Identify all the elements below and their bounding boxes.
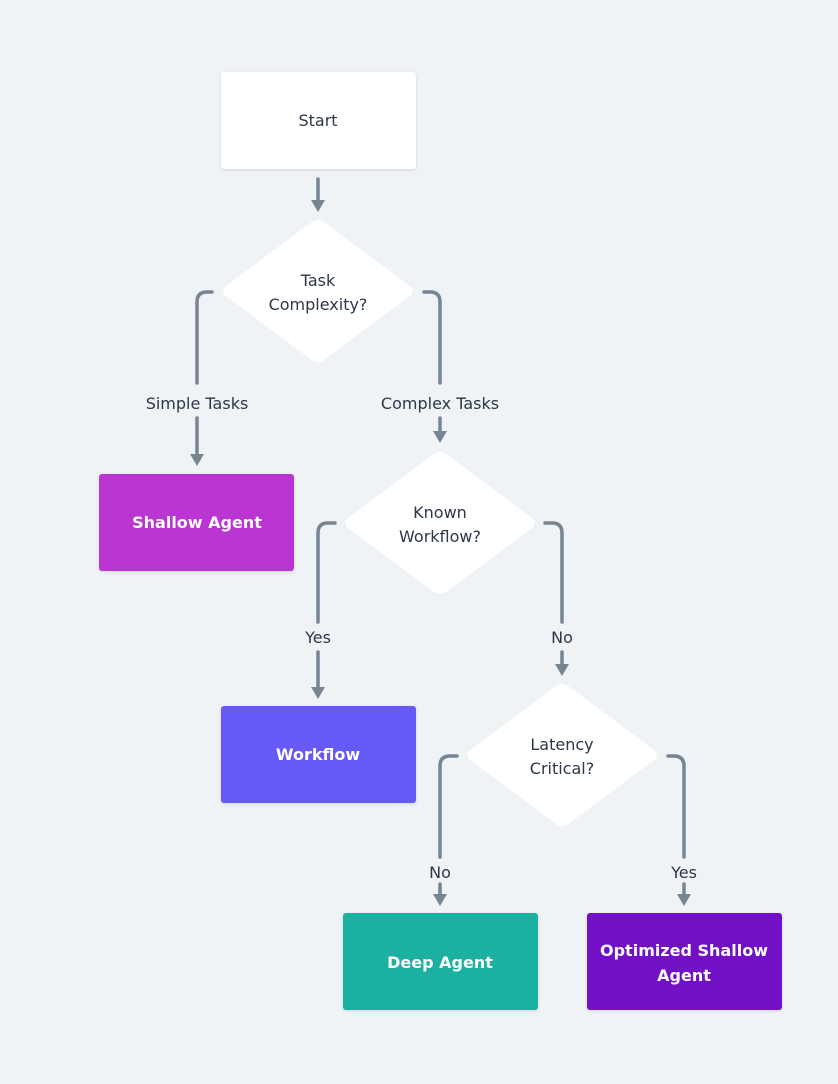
task-complexity-decision[interactable]: Task Complexity? [223,220,413,362]
edge-task-to-simple [195,290,214,385]
edge-latency-to-yes [666,754,686,859]
workflow-box [221,706,416,803]
arrowhead [433,431,447,443]
decision-label-line2: Complexity? [269,295,368,314]
decision-label-line1: Known [413,503,467,522]
latency-critical-decision[interactable]: Latency Critical? [467,684,657,826]
edge-latency-to-no [438,754,459,859]
deep-agent-box [343,913,538,1010]
arrowhead [311,200,325,212]
deep-agent-node[interactable]: Deep Agent [343,913,538,1010]
optimized-shallow-agent-box [587,913,782,1010]
edge-label-known-no: No [551,628,573,647]
edge-label-latency-yes: Yes [670,863,697,882]
start-node[interactable]: Start [221,72,416,169]
decision-label-line1: Task [300,271,336,290]
deep-agent-label: Deep Agent [387,953,493,972]
edge-label-latency-no: No [429,863,451,882]
workflow-label: Workflow [276,745,360,764]
arrowhead [311,687,325,699]
decision-diamond [345,452,535,594]
decision-label-line2: Workflow? [399,527,481,546]
shallow-agent-box [99,474,294,571]
start-label: Start [298,111,337,130]
edge-label-complex-tasks: Complex Tasks [381,394,499,413]
arrowhead [433,894,447,906]
decision-diamond [223,220,413,362]
edge-known-to-no [543,521,564,624]
shallow-agent-label: Shallow Agent [132,513,262,532]
optimized-shallow-agent-label-line1: Optimized Shallow [600,941,768,960]
workflow-node[interactable]: Workflow [221,706,416,803]
decision-diamond [467,684,657,826]
optimized-shallow-agent-node[interactable]: Optimized Shallow Agent [587,913,782,1010]
edge-task-to-complex [422,290,442,385]
edge-known-to-yes [316,521,337,624]
arrowhead [677,894,691,906]
decision-label-line2: Critical? [530,759,594,778]
connectors [190,177,691,906]
known-workflow-decision[interactable]: Known Workflow? [345,452,535,594]
arrowhead [555,664,569,676]
decision-label-line1: Latency [530,735,593,754]
optimized-shallow-agent-label-line2: Agent [657,966,711,985]
arrowhead [190,454,204,466]
edge-label-simple-tasks: Simple Tasks [146,394,249,413]
shallow-agent-node[interactable]: Shallow Agent [99,474,294,571]
edge-labels: Simple Tasks Complex Tasks Yes No No Yes [146,394,697,882]
edge-label-known-yes: Yes [304,628,331,647]
start-box [221,72,416,169]
